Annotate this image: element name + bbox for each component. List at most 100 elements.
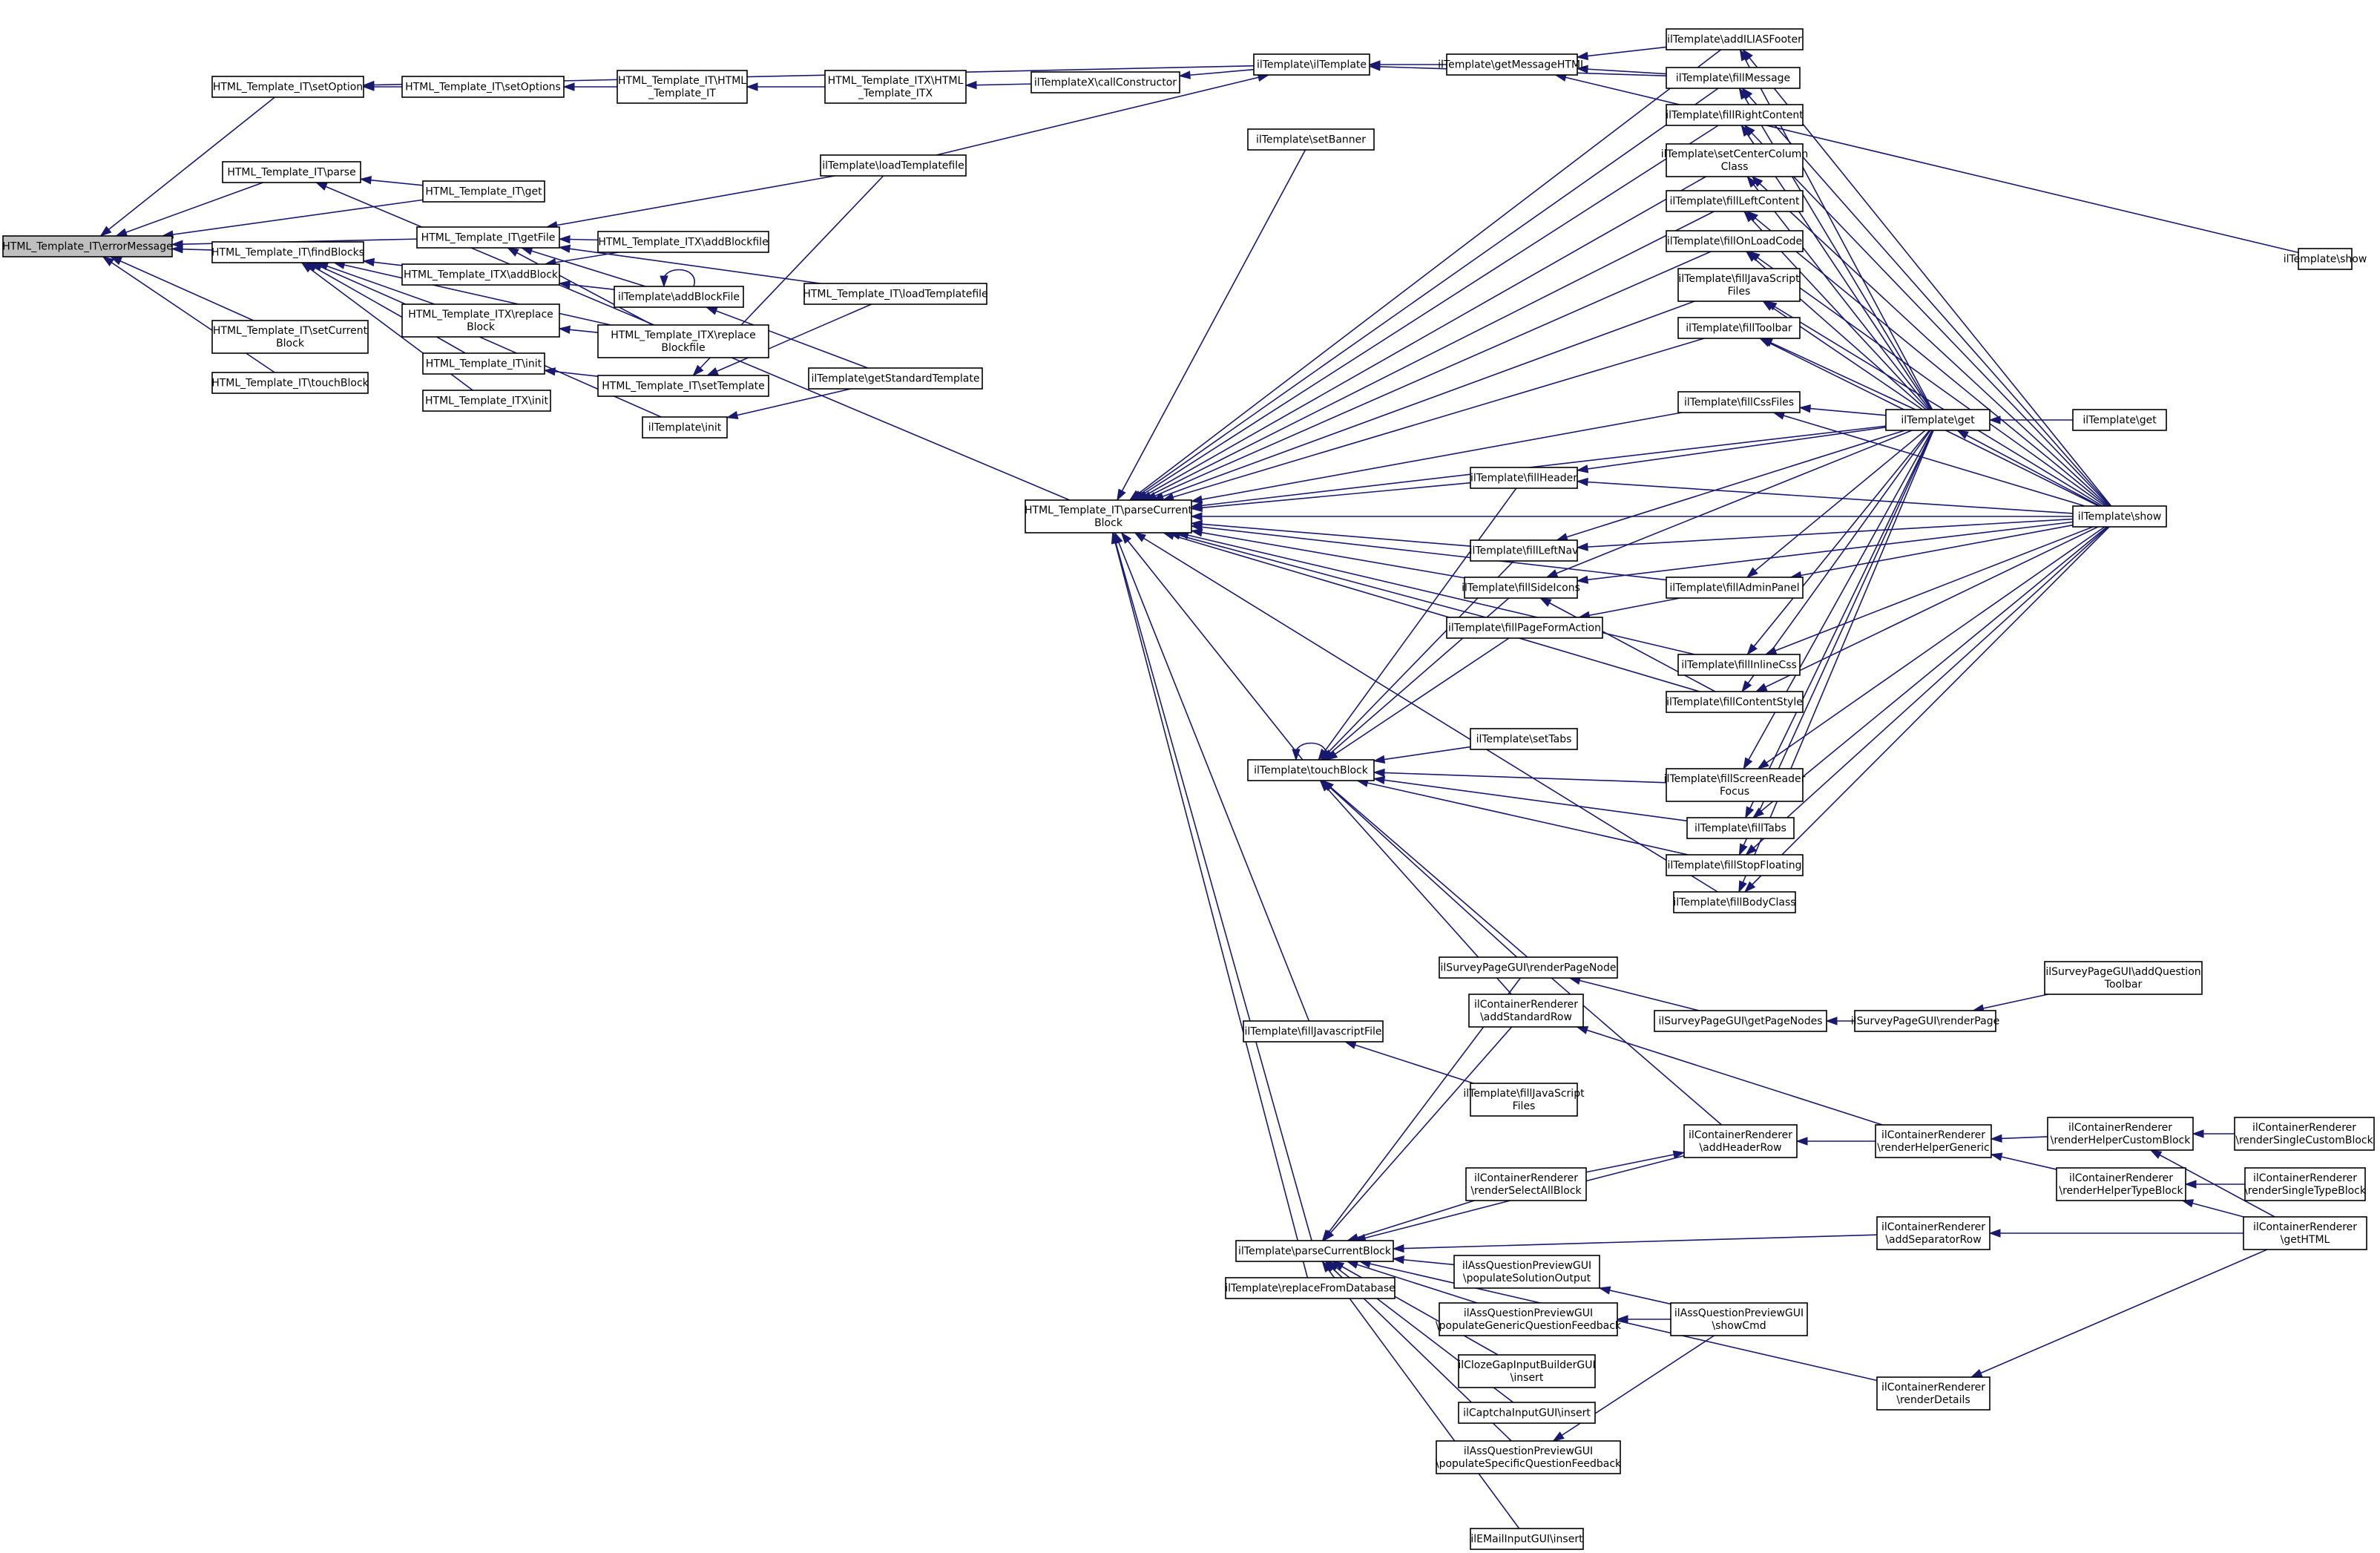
node-set-template[interactable]: HTML_Template_IT\setTemplate [597,375,769,397]
node-il-show[interactable]: ilTemplate\show [2072,505,2167,528]
node-add-standard-row[interactable]: ilContainerRenderer\addStandardRow [1468,994,1584,1028]
node-it-load-templatefile[interactable]: HTML_Template_IT\loadTemplatefile [803,283,988,305]
edge-line [1539,597,1716,692]
node-set-options[interactable]: HTML_Template_IT\setOptions [401,76,565,98]
node-fill-side-icons[interactable]: ilTemplate\fillSideIcons [1462,577,1580,599]
node-fill-on-load-code[interactable]: ilTemplate\fillOnLoadCode [1666,230,1804,252]
node-add-block-file[interactable]: ilTemplate\addBlockFile [614,286,744,308]
node-fill-left-nav[interactable]: ilTemplate\fillLeftNav [1470,539,1579,562]
node-it-touch-block[interactable]: HTML_Template_IT\touchBlock [211,372,369,394]
node-it-get[interactable]: HTML_Template_IT\get [422,180,545,203]
edge-line [306,262,466,354]
node-get-file[interactable]: HTML_Template_IT\getFile [416,226,560,249]
node-fill-right-content[interactable]: ilTemplate\fillRightContent [1666,104,1804,126]
edge-line [1326,637,1510,761]
edge-line [507,247,654,326]
node-box [597,324,769,358]
node-get-html[interactable]: ilContainerRenderer\getHTML [2243,1216,2367,1250]
edge-render-page-to-get-page-nodes [1825,1017,1855,1025]
node-render-page[interactable]: ilSurveyPageGUI\renderPage [1851,1010,1999,1032]
node-il-template-ctor[interactable]: ilTemplate\ilTemplate [1253,53,1370,76]
node-set-tabs[interactable]: ilTemplate\setTabs [1470,728,1578,750]
node-fill-stop-floating[interactable]: ilTemplate\fillStopFloating [1666,854,1804,876]
node-html-itx[interactable]: HTML_Template_ITX\HTML_Template_ITX [824,70,967,104]
edge-line [1152,301,1695,501]
edge-line [2150,1149,2275,1218]
node-it-init[interactable]: HTML_Template_IT\init [422,352,545,375]
node-render-single-custom-block[interactable]: ilContainerRenderer\renderSingleCustomBl… [2234,1117,2375,1151]
node-fill-javascript-file[interactable]: ilTemplate\fillJavascriptFile [1243,1020,1384,1043]
node-show-cmd[interactable]: ilAssQuestionPreviewGUI\showCmd [1670,1302,1808,1336]
node-load-templatefile[interactable]: ilTemplate\loadTemplatefile [820,154,967,177]
node-box [617,70,748,104]
arrow-head-icon [300,262,313,273]
node-il-touch-block[interactable]: ilTemplate\touchBlock [1247,759,1375,781]
node-render-helper-type-block[interactable]: ilContainerRenderer\renderHelperTypeBloc… [2056,1167,2186,1201]
edge-get-html-to-add-separator-row [1988,1229,2243,1238]
node-render-select-all-block[interactable]: ilContainerRenderer\renderSelectAllBlock [1465,1167,1587,1201]
node-fill-css-files[interactable]: ilTemplate\fillCssFiles [1677,391,1801,413]
node-il-parse-current-block[interactable]: ilTemplate\parseCurrentBlock [1235,1240,1394,1262]
node-fill-left-content[interactable]: ilTemplate\fillLeftContent [1666,190,1804,212]
node-fill-page-form-action[interactable]: ilTemplate\fillPageFormAction [1446,617,1603,639]
node-itx-add-blockfile[interactable]: HTML_Template_ITX\addBlockfile [597,231,769,253]
node-add-header-row[interactable]: ilContainerRenderer\addHeaderRow [1683,1124,1798,1158]
node-error-message[interactable]: HTML_Template_IT\errorMessage [2,235,173,257]
node-captcha-insert[interactable]: ilCaptchaInputGUI\insert [1458,1402,1596,1424]
node-add-separator-row[interactable]: ilContainerRenderer\addSeparatorRow [1876,1216,1991,1250]
node-render-page-node[interactable]: ilSurveyPageGUI\renderPageNode [1439,956,1618,979]
arrow-head-icon [362,257,375,267]
node-populate-generic-question-feedback[interactable]: ilAssQuestionPreviewGUI\populateGenericQ… [1436,1302,1622,1336]
node-find-blocks[interactable]: HTML_Template_IT\findBlocks [211,241,364,263]
node-fill-header[interactable]: ilTemplate\fillHeader [1470,467,1578,489]
edge-line [1556,430,1905,541]
node-get-page-nodes[interactable]: ilSurveyPageGUI\getPageNodes [1654,1010,1827,1032]
node-parse[interactable]: HTML_Template_IT\parse [222,161,361,183]
node-render-single-type-block[interactable]: ilContainerRenderer\renderSingleTypeBloc… [2244,1167,2367,1201]
node-render-details[interactable]: ilContainerRenderer\renderDetails [1876,1376,1991,1411]
node-fill-admin-panel[interactable]: ilTemplate\fillAdminPanel [1666,577,1804,599]
node-email-insert[interactable]: ilEMailInputGUI\insert [1470,1528,1584,1550]
node-parse-current-block-it[interactable]: HTML_Template_IT\parseCurrentBlock [1025,499,1192,533]
node-render-helper-generic[interactable]: ilContainerRenderer\renderHelperGeneric [1875,1124,1992,1158]
node-html-it[interactable]: HTML_Template_IT\HTML_Template_IT [617,70,748,104]
node-fill-toolbar[interactable]: ilTemplate\fillToolbar [1677,317,1801,339]
node-fill-tabs[interactable]: ilTemplate\fillTabs [1686,817,1795,839]
node-fill-content-style[interactable]: ilTemplate\fillContentStyle [1666,691,1804,713]
node-populate-specific-question-feedback[interactable]: ilAssQuestionPreviewGUI\populateSpecific… [1436,1440,1622,1474]
node-il-get2[interactable]: ilTemplate\get [2072,409,2167,431]
node-populate-solution-output[interactable]: ilAssQuestionPreviewGUI\populateSolution… [1453,1255,1600,1289]
node-itx-init[interactable]: HTML_Template_ITX\init [422,390,551,412]
node-itx-add-block[interactable]: HTML_Template_ITX\addBlock [401,263,560,286]
node-cloze-insert[interactable]: ilClozeGapInputBuilderGUI\insert [1458,1354,1596,1388]
node-il-get[interactable]: ilTemplate\get [1885,409,1991,431]
node-il-show-top[interactable]: ilTemplate\show [2284,248,2367,270]
node-il-init[interactable]: ilTemplate\init [642,416,728,439]
edge-render-single-custom-block-to-render-helper-custom-block [2192,1129,2235,1138]
node-set-option[interactable]: HTML_Template_IT\setOption [211,76,364,98]
node-get-standard-template[interactable]: ilTemplate\getStandardTemplate [808,367,983,390]
node-fill-body-class[interactable]: ilTemplate\fillBodyClass [1673,891,1796,913]
edge-il-touch-block-to-il-touch-block [1292,742,1327,761]
node-fill-inline-css[interactable]: ilTemplate\fillInlineCss [1677,654,1801,676]
node-get-message-html[interactable]: ilTemplate\getMessageHTML [1438,53,1586,76]
node-label: Focus [1720,786,1749,798]
edge-itx-replace-blockfile-to-get-file [506,247,654,326]
node-set-banner[interactable]: ilTemplate\setBanner [1247,128,1375,151]
edge-fill-css-files-to-parse-current-block-it [1190,412,1682,504]
node-add-iliasfooter[interactable]: ilTemplate\addILIASFooter [1666,28,1804,50]
node-fill-message[interactable]: ilTemplate\fillMessage [1666,67,1801,89]
node-call-constructor[interactable]: ilTemplateX\callConstructor [1030,71,1180,93]
node-render-helper-custom-block[interactable]: ilContainerRenderer\renderHelperCustomBl… [2047,1117,2194,1151]
edge-get-standard-template-to-il-init [726,388,851,420]
node-replace-from-database[interactable]: ilTemplate\replaceFromDatabase [1225,1277,1396,1299]
node-label: ilTemplate\get [1901,415,1975,427]
